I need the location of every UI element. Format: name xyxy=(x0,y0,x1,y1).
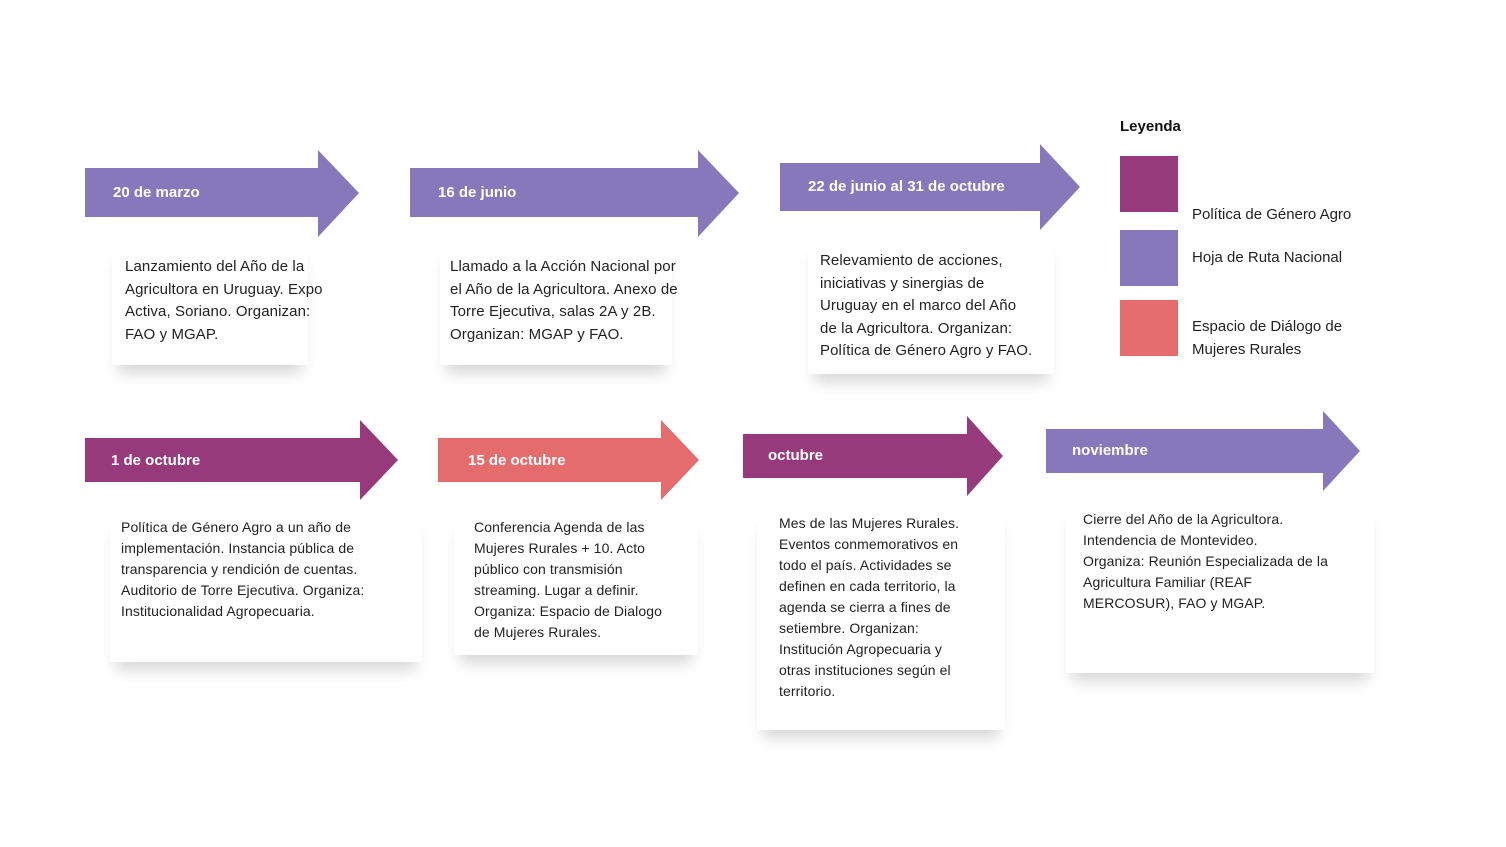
event-arrow xyxy=(85,150,359,237)
event-card xyxy=(440,240,672,365)
arrow-shape xyxy=(438,420,699,500)
legend-swatch-espacio xyxy=(1120,300,1178,356)
timeline-event: 1 de octubre Política de Género Agro a u… xyxy=(85,420,445,690)
event-date: 16 de junio xyxy=(438,184,517,201)
event-date: 1 de octubre xyxy=(111,452,201,469)
event-description: Política de Género Agro a un año de impl… xyxy=(121,519,365,619)
event-date: noviembre xyxy=(1072,442,1148,459)
legend-title: Leyenda xyxy=(1120,118,1181,135)
event-date: 22 de junio al 31 de octubre xyxy=(808,178,1005,195)
event-description: Cierre del Año de la Agricultora. Intend… xyxy=(1083,511,1328,611)
legend-label: Política de Género Agro xyxy=(1192,206,1352,223)
timeline-event: 15 de octubre Conferencia Agenda de las … xyxy=(438,420,738,690)
timeline-event: octubre Mes de las Mujeres Rurales. Even… xyxy=(743,416,1023,756)
legend-label: Espacio de Diálogo de Mujeres Rurales xyxy=(1192,318,1343,358)
event-arrow xyxy=(780,144,1080,230)
event-description: Lanzamiento del Año de la Agricultora en… xyxy=(125,258,323,343)
event-arrow xyxy=(410,150,739,237)
arrow-shape xyxy=(1046,411,1360,491)
timeline-event: 22 de junio al 31 de octubre Relevamient… xyxy=(780,144,1110,394)
event-arrow xyxy=(438,420,699,500)
event-card xyxy=(808,236,1054,374)
event-description: Conferencia Agenda de las Mujeres Rurale… xyxy=(474,519,663,640)
event-card xyxy=(454,512,698,655)
event-date: 15 de octubre xyxy=(468,452,566,469)
event-card xyxy=(110,512,422,662)
timeline-event: 20 de marzo Lanzamiento del Año de la Ag… xyxy=(85,150,425,390)
event-description: Relevamiento de acciones, iniciativas y … xyxy=(820,252,1033,359)
event-description: Mes de las Mujeres Rurales. Eventos conm… xyxy=(779,515,960,699)
arrow-shape xyxy=(743,416,1003,496)
legend-swatch-politica xyxy=(1120,156,1178,212)
event-date: octubre xyxy=(768,447,824,464)
event-description: Llamado a la Acción Nacional por el Año … xyxy=(450,258,678,343)
event-date: 20 de marzo xyxy=(113,184,200,201)
event-card xyxy=(1066,503,1374,673)
arrow-shape xyxy=(780,144,1080,230)
event-arrow xyxy=(85,420,398,500)
event-arrow xyxy=(1046,411,1360,491)
arrow-shape xyxy=(85,420,398,500)
event-arrow xyxy=(743,416,1003,496)
timeline-event: 16 de junio Llamado a la Acción Nacional… xyxy=(410,150,750,390)
event-card xyxy=(112,240,308,365)
event-card xyxy=(757,508,1005,730)
legend-label: Hoja de Ruta Nacional xyxy=(1192,249,1343,266)
arrow-shape xyxy=(410,150,739,237)
timeline-event: noviembre Cierre del Año de la Agriculto… xyxy=(1046,411,1386,701)
arrow-shape xyxy=(85,150,359,237)
legend-swatch-hoja xyxy=(1120,230,1178,286)
